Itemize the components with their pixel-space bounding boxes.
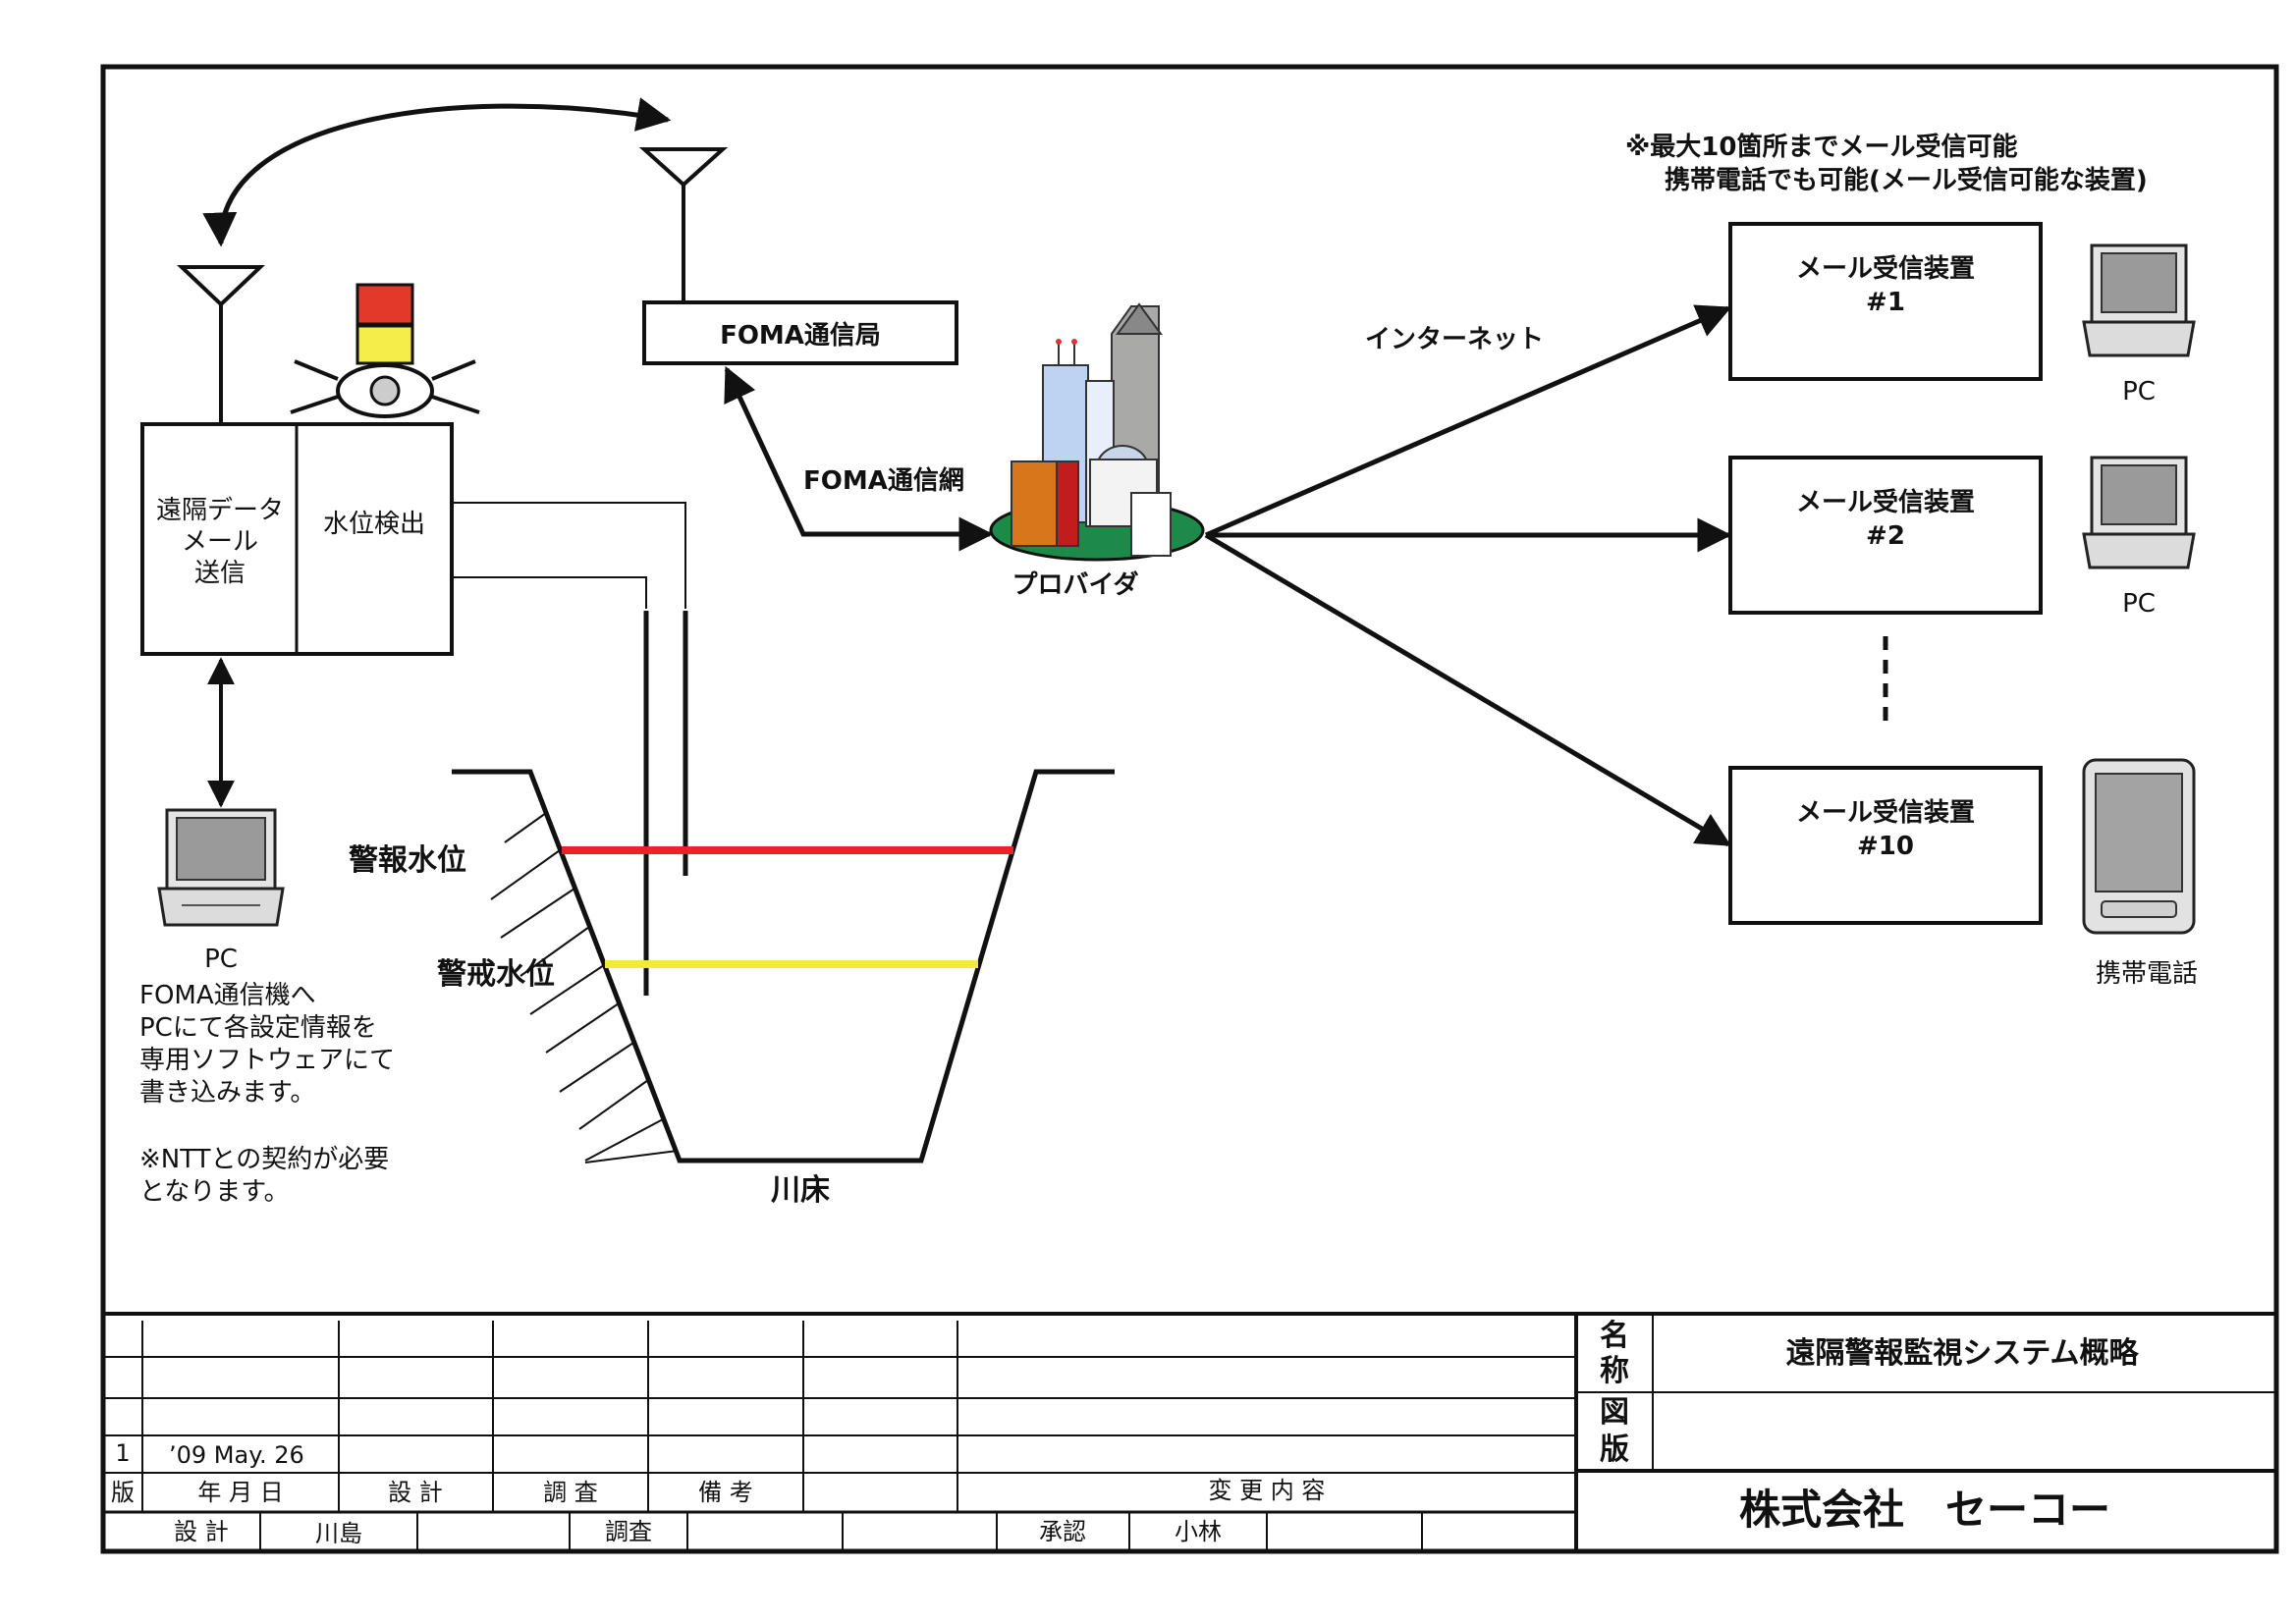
alarm-level-label: 警報水位 [349, 843, 466, 878]
receiver-label: メール受信装置 [1796, 487, 1975, 517]
antenna-icon [176, 265, 266, 424]
drawing-frame [100, 64, 2279, 1554]
foma-network-label: FOMA通信網 [803, 465, 964, 496]
antenna-icon [638, 147, 729, 302]
ntt-contract-note: となります。 [139, 1177, 290, 1207]
receiver-device-label: 携帯電話 [2096, 959, 2198, 989]
pc-left-desc: 専用ソフトウェアにて [139, 1046, 395, 1075]
max-receivers-note: ※最大10箇所までメール受信可能 [1625, 132, 2017, 162]
receiver-label: メール受信装置 [1796, 797, 1975, 828]
header-change: 変 更 内 容 [1209, 1477, 1326, 1504]
receiver-box [1728, 456, 2043, 615]
laptop-icon [2082, 243, 2196, 357]
title-block [103, 1312, 2276, 1551]
foma-station-box [642, 300, 958, 365]
warning-level-label: 警戒水位 [437, 957, 555, 992]
provider-building-icon [989, 302, 1205, 562]
laptop-icon [157, 808, 285, 927]
warning-light-icon [290, 283, 480, 418]
header-date: 年 月 日 [197, 1479, 283, 1506]
station-mail-label: メール [182, 527, 258, 557]
receiver-box [1728, 766, 2043, 925]
pc-left-label: PC [204, 945, 238, 974]
station-level-label: 水位検出 [323, 510, 425, 539]
company-name: 株式会社 セーコー [1739, 1486, 2110, 1534]
footer-approve: 承認 [1039, 1518, 1086, 1545]
header-ban: 版 [111, 1479, 135, 1506]
provider-label: プロバイダ [1012, 569, 1139, 600]
receiver-box [1728, 222, 2043, 381]
name-label: 称 [1600, 1354, 1629, 1388]
river-bed-label: 川床 [771, 1173, 830, 1208]
internet-arrows [1204, 304, 1732, 847]
pc-left-desc: FOMA通信機へ [139, 981, 316, 1010]
drawing-title: 遠隔警報監視システム概略 [1785, 1336, 2139, 1371]
pc-left-desc: 書き込みます。 [139, 1078, 315, 1108]
header-design: 設 計 [388, 1479, 443, 1506]
mobile-terminal-icon [2082, 758, 2196, 935]
footer-design: 設 計 [174, 1518, 229, 1545]
receiver-label: メール受信装置 [1796, 253, 1975, 284]
internet-label: インターネット [1365, 325, 1544, 354]
river-channel [452, 769, 1115, 1163]
footer-check: 調査 [605, 1518, 652, 1545]
mobile-note: 携帯電話でも可能(メール受信可能な装置) [1665, 165, 2148, 195]
header-remark: 備 考 [698, 1479, 753, 1506]
receiver-number: #1 [1866, 288, 1905, 317]
radio-link-arrow [202, 97, 672, 247]
foma-station-label: FOMA通信局 [720, 321, 881, 351]
footer-design-name: 川島 [315, 1520, 362, 1547]
sensor-wires [452, 502, 686, 609]
receiver-device-label: PC [2122, 377, 2156, 406]
revision-date: ’09 May. 26 [169, 1441, 304, 1469]
pc-left-desc: PCにて各設定情報を [139, 1013, 377, 1043]
drawing-version-label: 版 [1600, 1433, 1629, 1467]
drawing-version-label: 図 [1600, 1395, 1629, 1430]
station-mail-label: 遠隔データ [156, 496, 284, 525]
receiver-number: #2 [1866, 521, 1905, 551]
laptop-icon [2082, 456, 2196, 569]
header-check: 調 査 [543, 1479, 598, 1506]
receiver-number: #10 [1857, 832, 1914, 861]
footer-approve-name: 小林 [1175, 1518, 1222, 1545]
remote-station [140, 422, 454, 656]
bank-hatching [490, 812, 679, 1163]
station-mail-label: 送信 [194, 559, 246, 588]
revision-number: 1 [115, 1439, 130, 1467]
foma-network-arrow [724, 365, 994, 552]
receiver-device-label: PC [2122, 589, 2156, 619]
level-sensor [643, 611, 688, 996]
name-label: 名 [1600, 1319, 1629, 1353]
ntt-contract-note: ※NTTとの契約が必要 [139, 1145, 389, 1174]
